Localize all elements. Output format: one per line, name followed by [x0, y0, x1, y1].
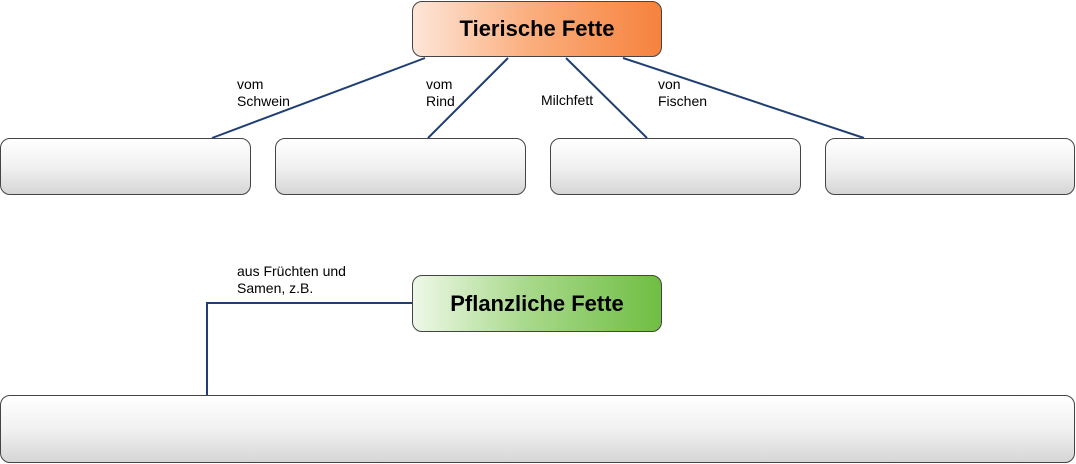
edge-label-plants: aus Früchten und Samen, z.B. [237, 263, 346, 296]
connector-milk [565, 57, 648, 139]
blank-answer-box-plants[interactable] [0, 395, 1075, 463]
node-plant-fats-label: Pflanzliche Fette [450, 290, 624, 316]
node-plant-fats[interactable]: Pflanzliche Fette [412, 275, 662, 332]
edge-label-fish: von Fischen [658, 76, 708, 109]
edge-label-pork: vom Schwein [237, 76, 290, 109]
connector-fish [622, 57, 865, 139]
edge-label-milk: Milchfett [541, 92, 594, 108]
connector-plants [206, 302, 412, 395]
connector-beef [427, 57, 509, 139]
connector-pork [211, 57, 426, 139]
blank-answer-box-pork[interactable] [0, 138, 251, 195]
blank-answer-box-milk[interactable] [550, 138, 801, 195]
blank-answer-box-fish[interactable] [825, 138, 1075, 195]
edge-label-beef: vom Rind [426, 76, 455, 109]
blank-answer-box-beef[interactable] [275, 138, 526, 195]
node-animal-fats[interactable]: Tierische Fette [412, 1, 662, 57]
node-animal-fats-label: Tierische Fette [459, 16, 615, 41]
